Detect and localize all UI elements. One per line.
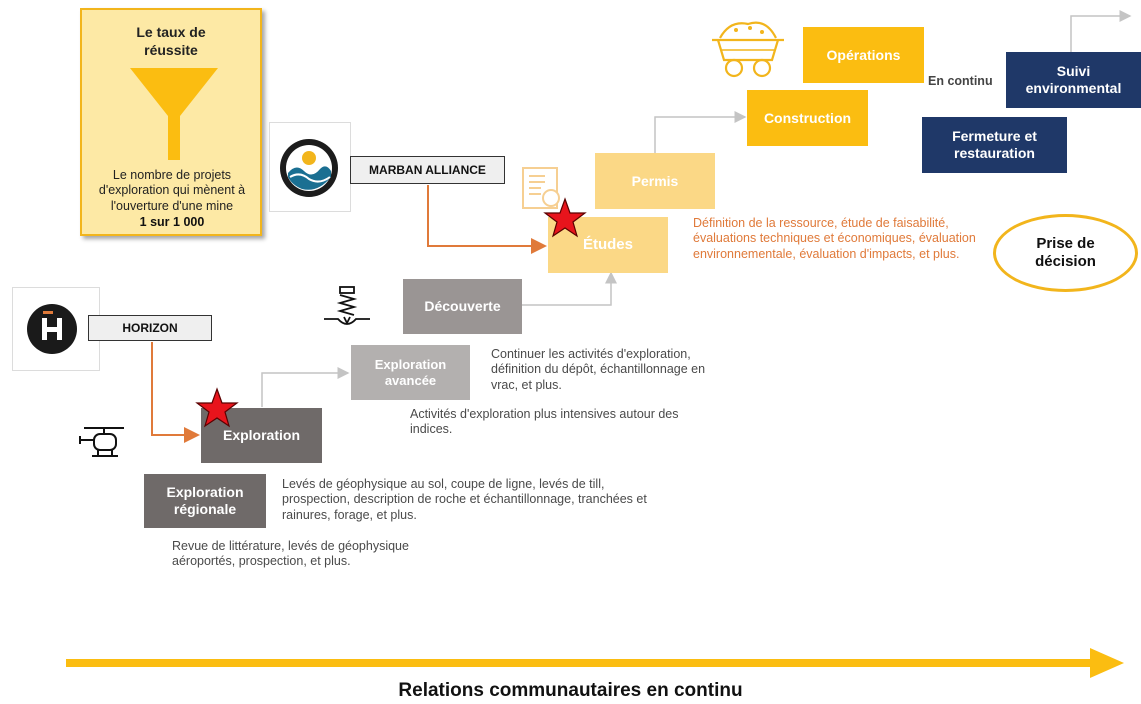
description-regionale: Revue de littérature, levés de géophysiq… (172, 539, 409, 569)
arrow-marban-to-etudes (427, 185, 547, 254)
stage-exploration-avancee: Exploration avancée (351, 345, 470, 400)
stage-decouverte: Découverte (403, 279, 522, 334)
description-avancee: Activités d'exploration plus intensives … (410, 407, 679, 437)
arrow-exploration-to-avancee (261, 367, 350, 407)
stage-construction: Construction (747, 90, 868, 146)
footer-title: Relations communautaires en continu (398, 680, 743, 701)
success-rate-ratio: 1 sur 1 000 (139, 215, 205, 229)
funnel-icon (130, 68, 218, 160)
description-exploration: Levés de géophysique au sol, coupe de li… (282, 477, 647, 522)
description-decouverte: Continuer les activités d'exploration, d… (491, 347, 706, 392)
arrow-suivi-top (1070, 10, 1132, 52)
star-icon (195, 387, 239, 428)
horizon-label: HORIZON (88, 315, 212, 341)
arrow-decouverte-to-etudes (522, 271, 617, 306)
arrow-permis-to-construction (654, 111, 747, 153)
marban-logo-icon (280, 139, 338, 197)
horizon-logo-frame (12, 287, 100, 371)
drill-icon (324, 286, 370, 326)
stage-suivi-environmental: Suivi environmental (1006, 52, 1141, 108)
helicopter-icon (79, 427, 124, 457)
description-etudes: Définition de la ressource, étude de fai… (693, 216, 976, 261)
decision-ellipse: Prise de décision (993, 214, 1138, 292)
success-rate-panel: Le taux de réussite Le nombre de projets… (80, 8, 262, 236)
marban-label: MARBAN ALLIANCE (350, 156, 505, 184)
stage-operations: Opérations (803, 27, 924, 83)
success-rate-body: Le nombre de projets d'exploration qui m… (98, 168, 246, 213)
arrow-horizon-to-exploration (151, 342, 200, 443)
stage-fermeture-restauration: Fermeture et restauration (922, 117, 1067, 173)
en-continu-label: En continu (928, 74, 993, 88)
stage-exploration-regionale: Exploration régionale (144, 474, 266, 528)
horizon-logo-icon (27, 304, 77, 354)
marban-logo-frame (269, 122, 351, 212)
success-rate-title: Le taux de réussite (136, 24, 206, 58)
star-icon (543, 197, 587, 238)
mine-cart-icon (712, 21, 784, 78)
document-icon (522, 167, 560, 209)
stage-permis: Permis (595, 153, 715, 209)
